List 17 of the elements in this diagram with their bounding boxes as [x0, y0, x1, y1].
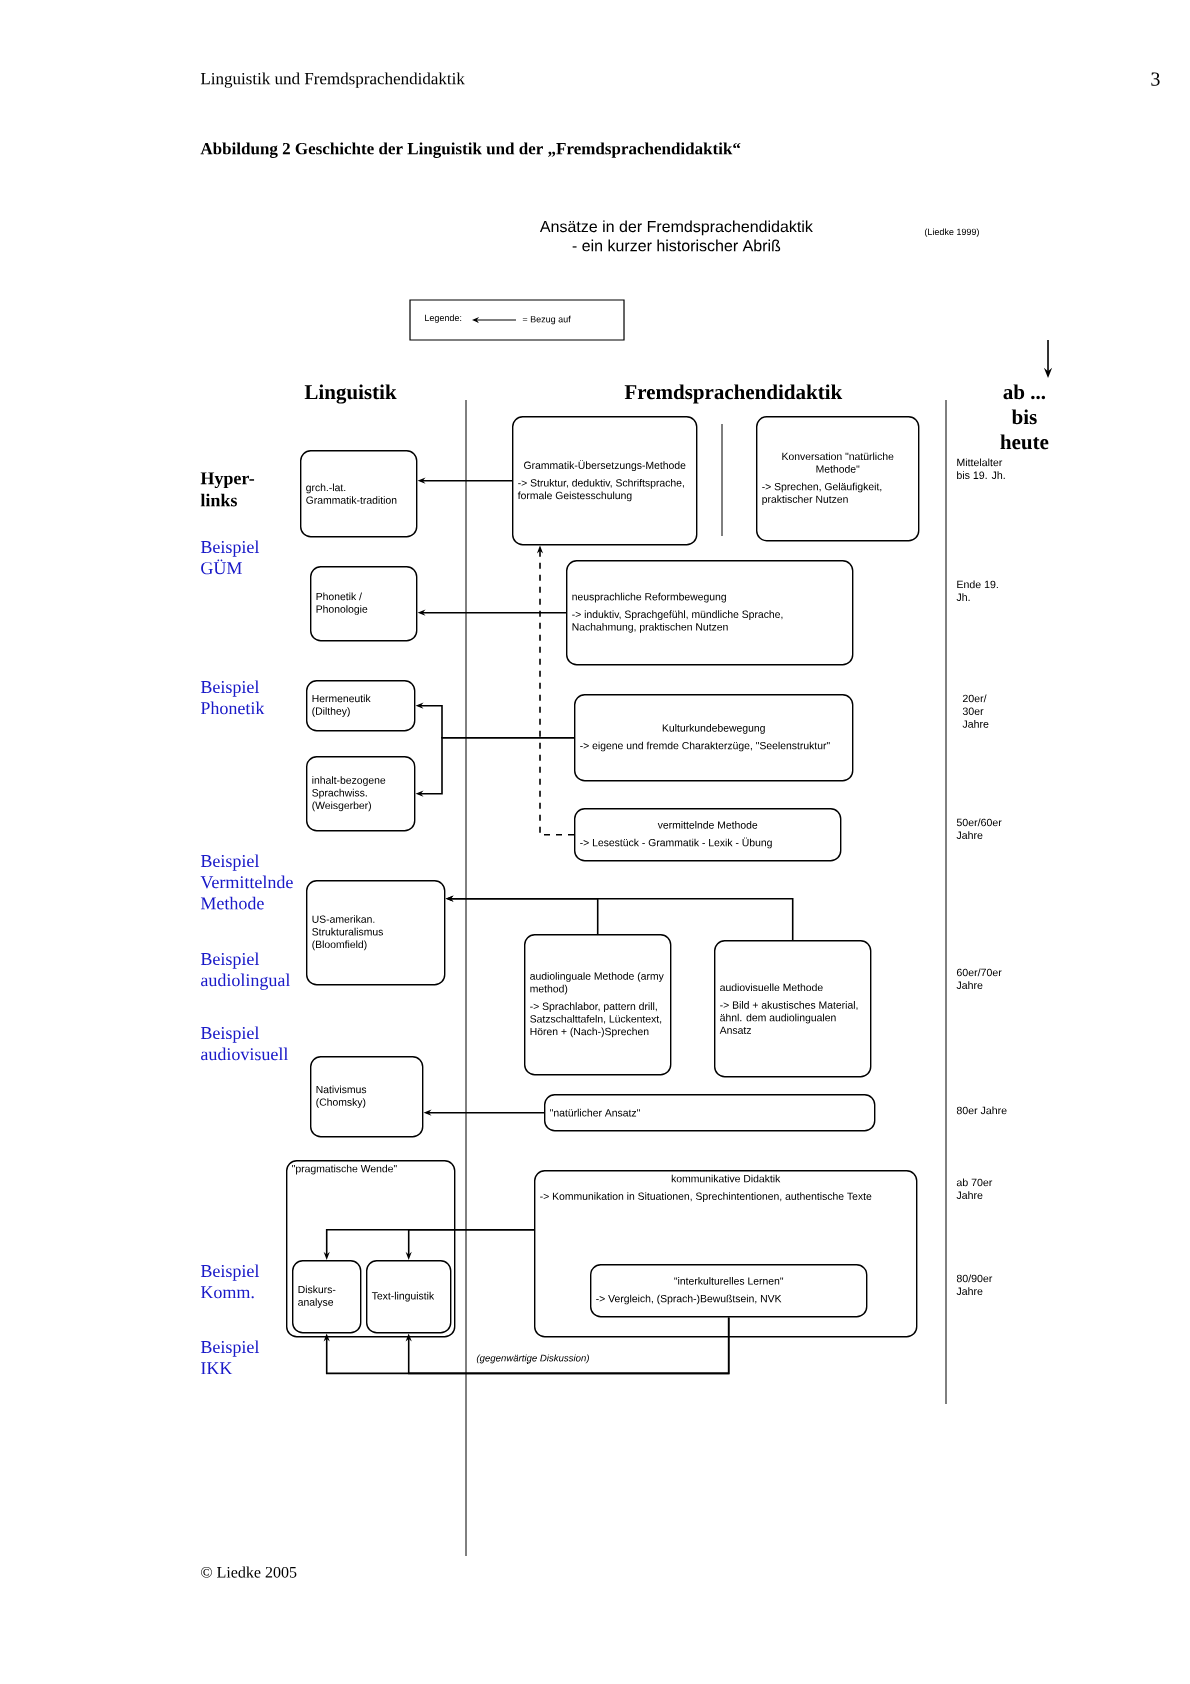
link-text: Beispiel audiovisuell [200, 1026, 289, 1061]
figure-title: Abbildung 2 Geschichte der Linguistik und der „Fremdsprachendidaktik“ [200, 142, 741, 158]
link-text: Beispiel Komm. [200, 1264, 260, 1299]
column-heading: ab ... bis heute [1000, 384, 1049, 450]
arrow [405, 1316, 730, 1375]
link-text: Beispiel Phonetik [200, 680, 265, 715]
column-heading: Fremdsprachendidaktik [624, 384, 843, 404]
link-text: Beispiel audiolingual [200, 952, 291, 990]
footer-text: © Liedke 2005 [201, 1566, 297, 1578]
section-label: Hyper- links [200, 472, 255, 507]
link-text: Beispiel GÜM [200, 540, 260, 575]
link-text: Beispiel Vermittelnde Methode [200, 854, 293, 910]
link-text: Beispiel IKK [200, 1340, 260, 1375]
column-heading: Linguistik [304, 384, 397, 404]
header-text: Linguistik und Fremdsprachendidaktik [200, 72, 465, 88]
page-number: 3 [1151, 72, 1160, 86]
diagram-heading: Ansätze in der Fremdsprachendidaktik - ein kurzer historischer Abriß [539, 220, 813, 252]
